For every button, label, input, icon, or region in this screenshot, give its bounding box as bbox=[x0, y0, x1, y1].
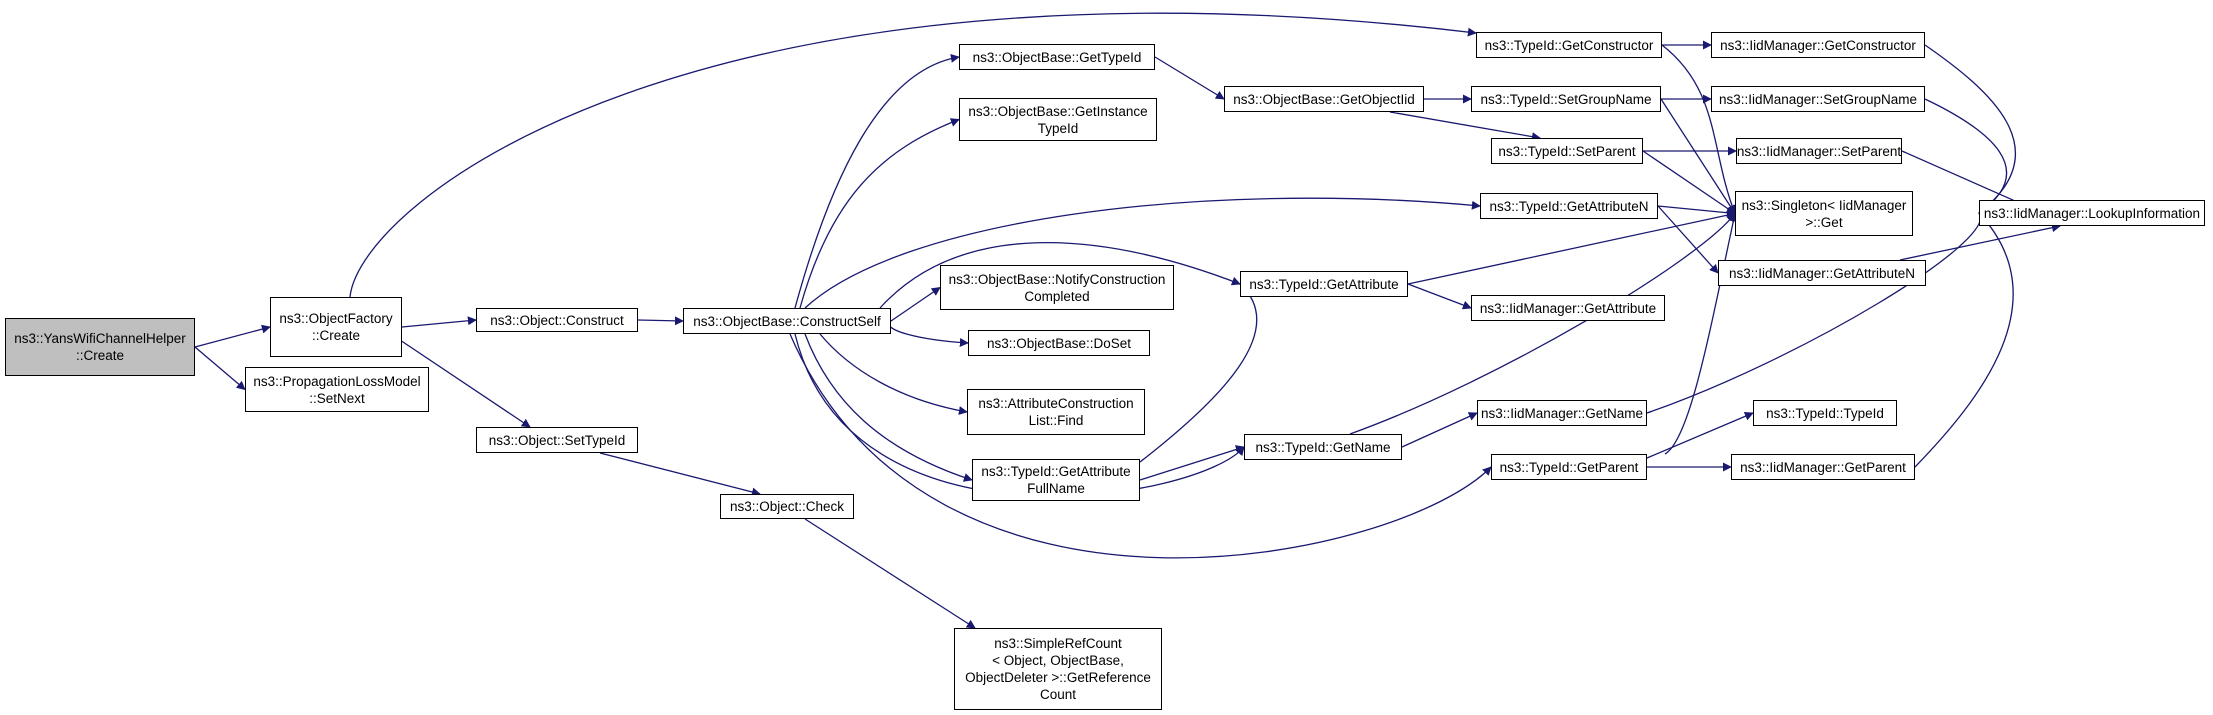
edge-obj-check-to-simplerefcount bbox=[804, 518, 976, 629]
edge-ob-constructself-to-t-getattributen bbox=[804, 197, 1481, 309]
edge-ob-constructself-to-ob-notify bbox=[890, 286, 941, 322]
edge-im-getattributen-to-im-lookup bbox=[1899, 223, 2061, 261]
node-simplerefcount[interactable]: ns3::SimpleRefCount < Object, ObjectBase… bbox=[954, 628, 1162, 710]
node-im-getattribute[interactable]: ns3::IidManager::GetAttribute bbox=[1471, 295, 1665, 321]
edge-obj-settypeid-to-obj-check bbox=[599, 452, 761, 497]
edge-t-getname-to-im-getname bbox=[1401, 412, 1478, 448]
edge-im-getparent-to-im-lookup bbox=[1914, 212, 2014, 468]
edge-ob-gettypeid-to-ob-getobjectiid bbox=[1154, 56, 1225, 100]
node-ob-notify[interactable]: ns3::ObjectBase::NotifyConstruction Comp… bbox=[940, 265, 1174, 310]
edge-ob-constructself-to-acl-find bbox=[819, 333, 968, 415]
edge-t-getattribute-to-im-getattribute bbox=[1407, 283, 1472, 310]
edge-ob-constructself-to-ob-getinstancetypeid bbox=[799, 118, 960, 309]
edge-t-getattributefullname-to-t-getname bbox=[1139, 445, 1245, 481]
node-im-getattributen[interactable]: ns3::IidManager::GetAttributeN bbox=[1718, 260, 1926, 286]
node-obj-construct[interactable]: ns3::Object::Construct bbox=[476, 308, 638, 332]
node-t-getattribute[interactable]: ns3::TypeId::GetAttribute bbox=[1240, 271, 1408, 297]
node-t-typeid[interactable]: ns3::TypeId::TypeId bbox=[1753, 400, 1897, 426]
node-t-getparent[interactable]: ns3::TypeId::GetParent bbox=[1491, 454, 1647, 480]
edge-t-getattributen-to-singleton-get bbox=[1657, 205, 1736, 218]
edge-ob-constructself-to-t-getparent bbox=[789, 333, 1492, 559]
edge-of-create-to-obj-settypeid bbox=[399, 339, 531, 428]
node-t-setgroupname[interactable]: ns3::TypeId::SetGroupName bbox=[1471, 86, 1661, 112]
node-obj-settypeid[interactable]: ns3::Object::SetTypeId bbox=[476, 427, 638, 453]
node-singleton-get[interactable]: ns3::Singleton< IidManager >::Get bbox=[1735, 191, 1913, 236]
node-root: ns3::YansWifiChannelHelper ::Create bbox=[5, 318, 195, 376]
edge-t-getparent-to-singleton-get bbox=[1664, 212, 1738, 455]
edge-im-getname-to-im-lookup bbox=[1646, 212, 1988, 414]
node-im-setgroupname[interactable]: ns3::IidManager::SetGroupName bbox=[1711, 86, 1925, 112]
edge-t-getconstructor-to-singleton-get bbox=[1661, 44, 1737, 215]
edge-t-getparent-to-t-typeid bbox=[1646, 412, 1754, 459]
node-ob-getinstancetypeid[interactable]: ns3::ObjectBase::GetInstance TypeId bbox=[959, 98, 1157, 141]
node-t-getattributen[interactable]: ns3::TypeId::GetAttributeN bbox=[1480, 193, 1658, 219]
node-im-setparent[interactable]: ns3::IidManager::SetParent bbox=[1736, 138, 1902, 164]
edge-ob-constructself-to-t-getattributefullname bbox=[804, 333, 973, 482]
node-t-getname[interactable]: ns3::TypeId::GetName bbox=[1244, 434, 1402, 460]
edge-root-to-of-create bbox=[194, 324, 271, 348]
node-t-getattributefullname[interactable]: ns3::TypeId::GetAttribute FullName bbox=[972, 459, 1140, 501]
edge-im-setgroupname-to-im-lookup bbox=[1924, 98, 2008, 214]
edge-t-getattributefullname-to-t-getattribute bbox=[1139, 283, 1258, 463]
edge-ob-getobjectiid-to-t-setparent bbox=[1389, 111, 1541, 142]
node-im-getparent[interactable]: ns3::IidManager::GetParent bbox=[1731, 454, 1915, 480]
edge-ob-constructself-to-t-getattribute bbox=[879, 241, 1241, 309]
node-t-setparent[interactable]: ns3::TypeId::SetParent bbox=[1491, 138, 1643, 164]
node-plm-setnext[interactable]: ns3::PropagationLossModel ::SetNext bbox=[245, 367, 429, 412]
edge-t-setparent-to-singleton-get bbox=[1642, 150, 1736, 215]
edge-t-getattributen-to-im-getattributen bbox=[1657, 205, 1719, 274]
node-acl-find[interactable]: ns3::AttributeConstruction List::Find bbox=[967, 389, 1145, 435]
edge-of-create-to-obj-construct bbox=[401, 316, 477, 328]
node-ob-constructself[interactable]: ns3::ObjectBase::ConstructSelf bbox=[683, 308, 891, 334]
edge-obj-construct-to-ob-constructself bbox=[637, 316, 684, 326]
node-ob-getobjectiid[interactable]: ns3::ObjectBase::GetObjectIid bbox=[1224, 86, 1424, 112]
edge-of-create-to-t-getconstructor bbox=[349, 12, 1477, 298]
node-im-lookup[interactable]: ns3::IidManager::LookupInformation bbox=[1979, 200, 2205, 226]
node-im-getname[interactable]: ns3::IidManager::GetName bbox=[1477, 400, 1647, 426]
edge-ob-constructself-to-ob-gettypeid bbox=[794, 53, 960, 309]
edge-t-getattribute-to-singleton-get bbox=[1407, 210, 1736, 285]
node-im-getconstructor[interactable]: ns3::IidManager::GetConstructor bbox=[1711, 32, 1925, 58]
node-ob-doset[interactable]: ns3::ObjectBase::DoSet bbox=[968, 330, 1150, 356]
node-ob-gettypeid[interactable]: ns3::ObjectBase::GetTypeId bbox=[959, 44, 1155, 70]
node-obj-check[interactable]: ns3::Object::Check bbox=[720, 494, 854, 519]
node-of-create[interactable]: ns3::ObjectFactory ::Create bbox=[270, 297, 402, 357]
node-t-getconstructor[interactable]: ns3::TypeId::GetConstructor bbox=[1476, 32, 1662, 58]
edge-root-to-plm-setnext bbox=[194, 346, 246, 391]
edge-t-setgroupname-to-singleton-get bbox=[1660, 98, 1736, 215]
